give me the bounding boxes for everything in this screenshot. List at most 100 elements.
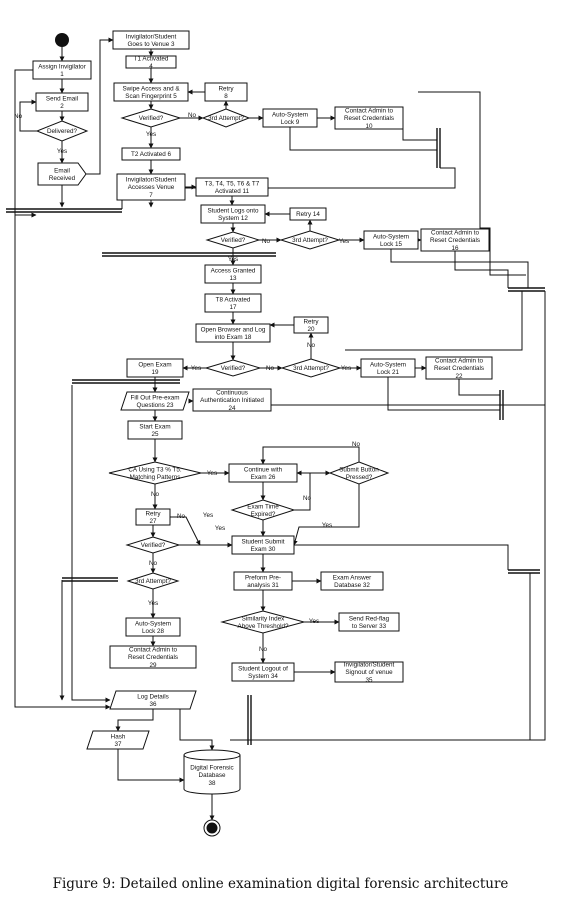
edge xyxy=(294,470,311,511)
node-label: Pressed? xyxy=(346,474,373,481)
node-verified-d: Verified? xyxy=(125,536,181,554)
node-label: Open Browser and Log xyxy=(201,326,266,333)
node-label: Expired? xyxy=(251,511,276,518)
edge-label-yes: Yes xyxy=(148,600,158,607)
edge-label-yes: Yes xyxy=(228,256,238,263)
node-label: Reset Credentials xyxy=(430,237,480,244)
node-label: System 12 xyxy=(218,215,248,222)
node-label: Continuous xyxy=(216,390,248,397)
node-label: Signout of venue xyxy=(345,669,393,676)
connector xyxy=(294,544,509,570)
node-label: analysis 31 xyxy=(247,582,279,589)
edge-label-yes: Yes xyxy=(215,525,225,532)
node-label: 16 xyxy=(451,245,459,252)
node-label: Retry xyxy=(218,85,234,92)
node-label: Contact Admin to xyxy=(129,647,177,654)
node-label: Digital Forensic xyxy=(190,765,233,772)
figure-caption: Figure 9: Detailed online examination di… xyxy=(52,876,509,892)
node-label: 3rd Attempt? xyxy=(135,578,171,585)
node-label: T2 Activated 6 xyxy=(131,151,171,158)
node-label: 3rd Attempt? xyxy=(208,115,244,122)
node-label: 22 xyxy=(455,373,463,380)
node-label: Preform Pre- xyxy=(245,574,281,581)
node-label: Student Logout of xyxy=(238,665,288,672)
edge-label-yes: Yes xyxy=(341,365,351,372)
node-label: Invigilator/Student xyxy=(126,177,177,184)
edge-label-no: No xyxy=(149,560,158,567)
node-label: Reset Credentials xyxy=(128,654,178,661)
connector xyxy=(454,251,509,288)
node-preform: Preform Pre-analysis 31 xyxy=(233,571,293,591)
node-label: T3, T4, T5, T6 & T7 xyxy=(205,180,260,187)
node-label: 35 xyxy=(365,677,373,684)
edge-label-yes: Yes xyxy=(309,618,319,625)
node-label: Reset Credentials xyxy=(344,115,394,122)
node-third-b: 3rd Attempt? xyxy=(279,230,341,250)
node-label: 27 xyxy=(149,518,157,525)
node-label: Accesses Venue xyxy=(128,184,175,191)
node-label: 3rd Attempt? xyxy=(293,365,329,372)
node-label: Similarity Index xyxy=(242,615,286,622)
node-label: Authentication Initiated xyxy=(200,397,264,404)
node-label: Scan Fingerprint 5 xyxy=(125,93,177,100)
node-label: Contact Admin to xyxy=(435,358,483,365)
node-third-a: 3rd Attempt? xyxy=(201,108,251,128)
edge xyxy=(170,516,201,546)
edge-label-no: No xyxy=(14,113,23,120)
edge xyxy=(115,709,154,732)
node-label: Questions 23 xyxy=(136,402,174,409)
node-label: Continue with xyxy=(244,466,283,473)
node-label: Database xyxy=(199,772,226,779)
edge-label-yes: Yes xyxy=(191,365,201,372)
node-label: Activated 11 xyxy=(215,188,250,195)
edge-label-yes: Yes xyxy=(203,512,213,519)
edge xyxy=(117,749,185,783)
node-label: Submit Button xyxy=(339,466,379,473)
node-ca-using: CA Using T3 % T5:Matching Patterns xyxy=(108,461,202,485)
node-retry14: Retry 14 xyxy=(289,207,327,221)
node-label: Student Submit xyxy=(241,538,284,545)
node-label: Verified? xyxy=(141,542,166,549)
edge-label-no: No xyxy=(303,495,312,502)
node-swipe: Swipe Access and &Scan Fingerprint 5 xyxy=(113,82,189,102)
node-label: Lock 21 xyxy=(377,369,400,376)
node-label: Reset Credentials xyxy=(434,365,484,372)
edge-label-yes: Yes xyxy=(57,148,67,155)
node-label: 17 xyxy=(229,304,237,311)
start-node xyxy=(55,33,69,47)
node-label: Auto-System xyxy=(272,111,308,118)
edge-label-no: No xyxy=(151,491,160,498)
node-label: 19 xyxy=(151,369,159,376)
node-label: Exam 26 xyxy=(251,474,276,481)
node-label: 36 xyxy=(149,701,157,708)
node-label: to Server 33 xyxy=(352,623,387,630)
edge-label-yes: Yes xyxy=(322,522,332,529)
node-label: Email xyxy=(54,167,70,174)
edge xyxy=(71,385,111,703)
node-label: 10 xyxy=(365,123,373,130)
node-label: Log Details xyxy=(137,693,169,700)
node-label: 3rd Attempt? xyxy=(292,237,328,244)
node-label: Auto-System xyxy=(135,620,171,627)
node-label: Verified? xyxy=(221,365,246,372)
edge xyxy=(260,446,360,465)
node-label: Contact Admin to xyxy=(345,108,393,115)
node-label: Send Red-flag xyxy=(349,615,390,622)
